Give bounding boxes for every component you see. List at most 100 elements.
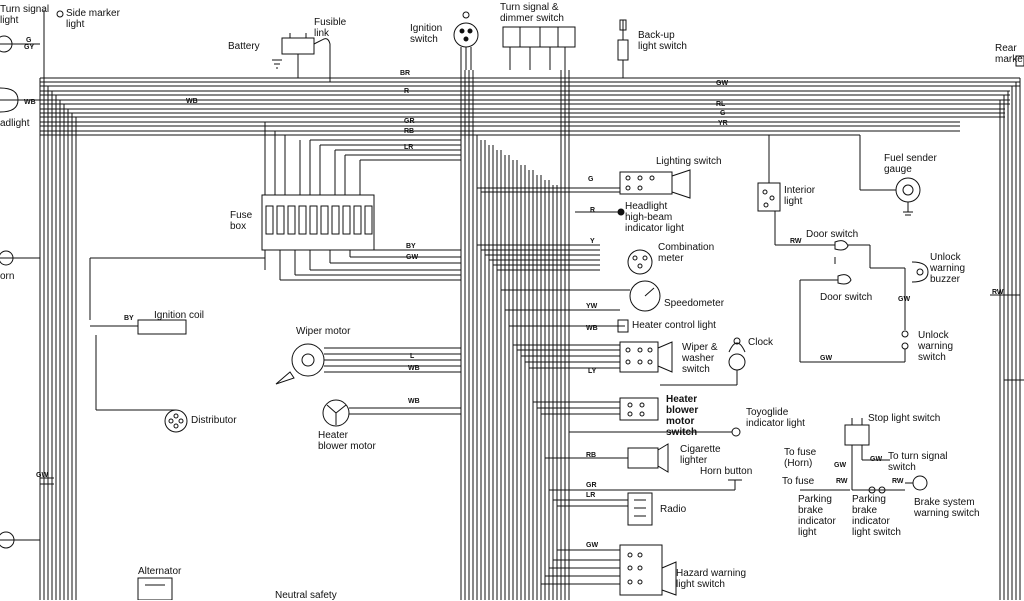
label-ignition-switch: Ignition switch [410, 23, 443, 45]
label-turn-signal-light: Turn signal light [0, 4, 50, 26]
wire-code: RW [992, 289, 1004, 296]
wire-code: GW [716, 80, 729, 87]
wire-code: Y [590, 238, 595, 245]
wire-code: WB [408, 398, 420, 405]
wire-code: G [26, 37, 32, 44]
center-harness [460, 70, 630, 600]
label-stop-light-switch: Stop light switch [868, 413, 941, 424]
label-brake-system-warning: Brake system warning switch [914, 497, 980, 519]
label-door-switch-2: Door switch [820, 292, 873, 303]
wire-code: WB [586, 325, 598, 332]
label-speedometer: Speedometer [664, 298, 725, 309]
toyoglide-indicator [569, 427, 741, 437]
label-wiper-motor: Wiper motor [296, 326, 351, 337]
fuse-box-wiring [89, 122, 461, 320]
label-ignition-coil: Ignition coil [154, 310, 205, 321]
horn-button [569, 479, 742, 491]
label-to-fuse-horn: To fuse (Horn) [784, 447, 817, 469]
hazard-switch [619, 544, 677, 596]
ignition-switch [453, 11, 479, 70]
parking-brake-indicators [800, 470, 928, 494]
label-fusible-link: Fusible link [314, 17, 347, 39]
label-horn: orn [0, 271, 15, 282]
left-side-components [0, 10, 64, 549]
label-heater-blower-switch: Heater blower motor switch [666, 394, 699, 438]
backup-light-switch [617, 19, 629, 78]
label-parking-brake-light-2: Parking brake indicator light switch [852, 494, 901, 538]
wiper-motor [275, 343, 461, 385]
label-interior-light: Interior light [784, 185, 816, 207]
wire-code: GY [24, 44, 35, 51]
cigarette-lighter [627, 443, 669, 473]
wire-code: GW [586, 542, 599, 549]
label-to-fuse: To fuse [782, 476, 815, 487]
label-horn-button: Horn button [700, 466, 753, 477]
wire-code: G [588, 176, 594, 183]
label-wiper-washer-switch: Wiper & washer switch [682, 342, 718, 375]
fuse-box [261, 194, 375, 251]
radio [627, 492, 653, 526]
label-radio: Radio [660, 504, 687, 515]
interior-light [757, 135, 835, 246]
wiper-washer-switch [619, 341, 673, 373]
wire-code: L [410, 353, 415, 360]
wire-code: R [590, 207, 596, 214]
label-neutral-safety: Neutral safety [275, 590, 337, 601]
label-to-turn-signal-switch: To turn signal switch [888, 451, 948, 473]
label-alternator: Alternator [138, 566, 182, 577]
wire-code: RB [586, 452, 597, 459]
wire-code: LY [588, 368, 597, 375]
right-edge-connectors [990, 55, 1024, 381]
wire-code: RL [716, 101, 726, 108]
wire-code: BY [406, 243, 416, 250]
combination-meter [627, 249, 661, 312]
label-fuse-box: Fuse box [230, 210, 253, 232]
wire-code: GW [870, 456, 883, 463]
wire-code: GW [898, 296, 911, 303]
label-backup-light-switch: Back-up light switch [638, 30, 687, 52]
wire-code: RB [404, 128, 415, 135]
label-lighting-switch: Lighting switch [656, 156, 722, 167]
wire-code: RW [790, 238, 802, 245]
wire-code: WB [24, 99, 36, 106]
heater-control-light [617, 319, 629, 333]
wire-code: LR [404, 144, 414, 151]
wire-code: BY [124, 315, 134, 322]
wire-code: GW [36, 472, 49, 479]
label-side-marker-light: Side marker light [66, 8, 120, 30]
label-turn-dimmer-switch: Turn signal & dimmer switch [500, 2, 564, 24]
wire-code: RW [892, 478, 904, 485]
heater-blower-motor [322, 399, 461, 427]
alternator [137, 577, 173, 600]
wire-code: GW [406, 254, 419, 261]
wire-code: RW [836, 478, 848, 485]
wire-code: GW [834, 462, 847, 469]
label-toyoglide-indicator: Toyoglide indicator light [746, 407, 805, 429]
label-combination-meter: Combination meter [658, 242, 715, 264]
label-cigarette-lighter: Cigarette lighter [680, 444, 721, 466]
label-unlock-warning-switch: Unlock warning switch [918, 330, 954, 363]
fuel-sender-gauge [859, 135, 921, 216]
turn-dimmer-switch [502, 26, 576, 70]
wire-code: BR [400, 70, 411, 77]
wire-code: YR [718, 120, 728, 127]
label-headlight: adlight [0, 118, 30, 129]
label-heater-control-light: Heater control light [632, 320, 716, 331]
label-door-switch-1: Door switch [806, 229, 859, 240]
label-clock: Clock [748, 337, 774, 348]
label-unlock-warning-buzzer: Unlock warning buzzer [930, 252, 966, 285]
highbeam-indicator [575, 208, 625, 216]
wire-code: G [720, 110, 726, 117]
right-harness [999, 78, 1021, 600]
label-highbeam-indicator: Headlight high-beam indicator light [625, 201, 684, 234]
door-switches [799, 240, 905, 363]
label-hazard-switch: Hazard warning light switch [676, 568, 747, 590]
distributor [95, 335, 188, 433]
wire-code: LR [586, 492, 596, 499]
battery [272, 33, 315, 78]
heater-blower-switch [619, 397, 659, 421]
label-battery: Battery [228, 41, 260, 52]
wire-code: YW [586, 303, 598, 310]
label-rear-marker: Rear marke [995, 43, 1023, 65]
